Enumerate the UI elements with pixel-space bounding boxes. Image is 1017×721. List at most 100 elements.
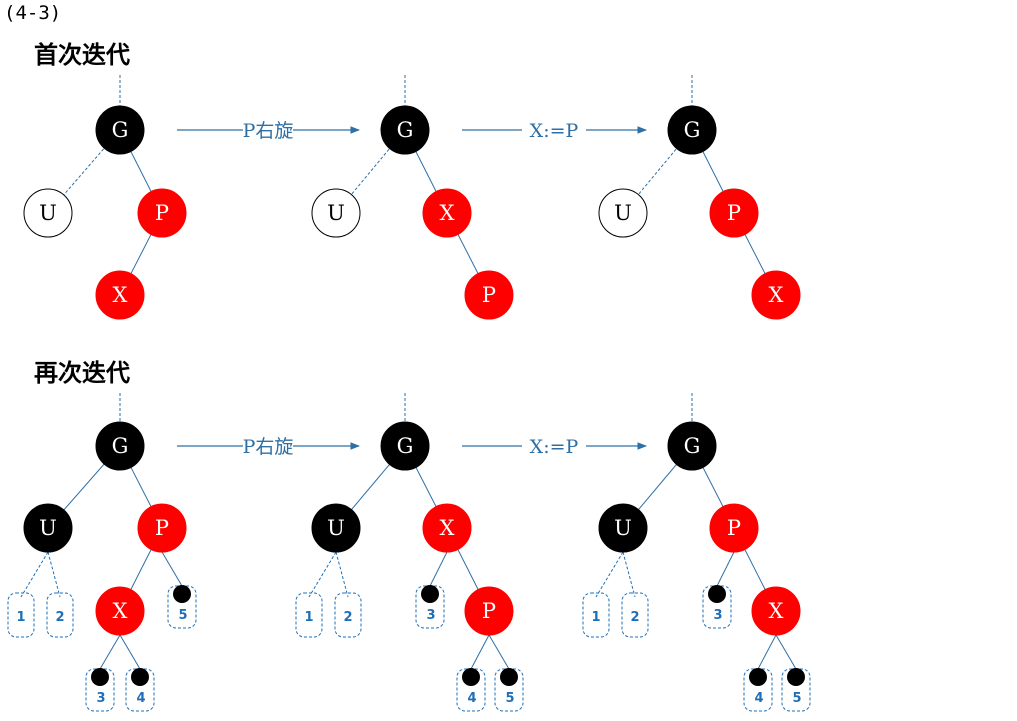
leaf-label: 4 xyxy=(754,691,763,706)
leaf-label: 3 xyxy=(96,691,105,706)
subtree-box xyxy=(7,592,35,638)
operation-label: P右旋 xyxy=(243,120,294,142)
node-label: P xyxy=(727,516,741,540)
tree-node-g xyxy=(380,105,430,155)
node-label: P xyxy=(482,283,496,307)
subtree-box xyxy=(46,592,74,638)
node-label: G xyxy=(684,118,701,142)
tree-node-x xyxy=(422,503,472,553)
node-label: U xyxy=(39,516,57,540)
node-label: X xyxy=(113,283,128,307)
subtree-link xyxy=(335,551,349,598)
operation-label: P右旋 xyxy=(243,436,294,458)
tree-node-p xyxy=(137,503,187,553)
tree-node-u xyxy=(311,503,361,553)
subtree-link xyxy=(595,551,624,598)
figure-label: (4-3) xyxy=(4,2,62,24)
subtree-link xyxy=(622,551,636,598)
subtree-label: 1 xyxy=(591,610,600,625)
leaf-edge xyxy=(161,551,183,587)
node-label: U xyxy=(327,516,345,540)
subtree-label: 2 xyxy=(630,610,639,625)
subtree-label: 2 xyxy=(55,610,64,625)
tree-node-g xyxy=(95,421,145,471)
leaf-edge xyxy=(119,634,141,670)
leaf-node xyxy=(708,585,726,603)
subtree-box xyxy=(295,592,323,638)
tree-node-p xyxy=(137,188,187,238)
node-label: G xyxy=(397,434,414,458)
leaf-edge xyxy=(99,634,121,670)
subtree-label: 1 xyxy=(304,610,313,625)
leaf-edge xyxy=(470,634,490,670)
subtree-link xyxy=(47,551,61,598)
tree-node-x xyxy=(422,188,472,238)
node-label: P xyxy=(482,599,496,623)
node-label: U xyxy=(327,201,345,225)
heading-second-iteration: 再次迭代 xyxy=(34,358,130,387)
subtree-box xyxy=(334,592,362,638)
subtree-label: 1 xyxy=(16,610,25,625)
tree-node-u xyxy=(23,503,73,553)
subtree-link xyxy=(308,551,337,598)
leaf-edge xyxy=(488,634,510,670)
leaf-node xyxy=(462,668,480,686)
leaf-edge xyxy=(757,634,777,670)
node-label: X xyxy=(113,599,128,623)
node-label: X xyxy=(769,599,784,623)
node-label: U xyxy=(39,201,57,225)
leaf-label: 3 xyxy=(426,608,435,623)
leaf-node xyxy=(749,668,767,686)
operation-label: X:=P xyxy=(530,436,579,458)
node-label: G xyxy=(684,434,701,458)
heading-first-iteration: 首次迭代 xyxy=(34,40,130,69)
node-label: U xyxy=(614,201,632,225)
subtree-label: 2 xyxy=(343,610,352,625)
leaf-node xyxy=(173,585,191,603)
tree-node-p xyxy=(464,270,514,320)
node-label: G xyxy=(112,118,129,142)
tree-node-p xyxy=(464,586,514,636)
node-label: P xyxy=(155,201,169,225)
tree-node-p xyxy=(709,188,759,238)
tree-node-x xyxy=(751,270,801,320)
tree-node-x xyxy=(95,270,145,320)
tree-node-u xyxy=(311,188,361,238)
tree-node-p xyxy=(709,503,759,553)
subtree-link xyxy=(20,551,49,598)
operation-label: X:=P xyxy=(530,120,579,142)
node-label: P xyxy=(155,516,169,540)
tree-node-u xyxy=(598,188,648,238)
tree-node-g xyxy=(95,105,145,155)
tree-node-x xyxy=(95,586,145,636)
leaf-label: 3 xyxy=(713,608,722,623)
node-label: G xyxy=(112,434,129,458)
leaf-label: 4 xyxy=(467,691,476,706)
tree-node-u xyxy=(598,503,648,553)
tree-node-g xyxy=(380,421,430,471)
leaf-edge xyxy=(716,551,735,587)
leaf-node xyxy=(131,668,149,686)
leaf-label: 5 xyxy=(178,608,187,623)
leaf-edge xyxy=(775,634,797,670)
node-label: G xyxy=(397,118,414,142)
leaf-label: 5 xyxy=(505,691,514,706)
node-label: U xyxy=(614,516,632,540)
node-label: X xyxy=(769,283,784,307)
leaf-label: 5 xyxy=(792,691,801,706)
tree-node-u xyxy=(23,188,73,238)
subtree-box xyxy=(582,592,610,638)
subtree-box xyxy=(621,592,649,638)
node-label: X xyxy=(440,516,455,540)
leaf-node xyxy=(421,585,439,603)
tree-node-g xyxy=(667,105,717,155)
leaf-label: 4 xyxy=(136,691,145,706)
leaf-node xyxy=(787,668,805,686)
leaf-edge xyxy=(429,551,448,587)
node-label: P xyxy=(727,201,741,225)
node-label: X xyxy=(440,201,455,225)
tree-node-x xyxy=(751,586,801,636)
leaf-node xyxy=(500,668,518,686)
tree-node-g xyxy=(667,421,717,471)
